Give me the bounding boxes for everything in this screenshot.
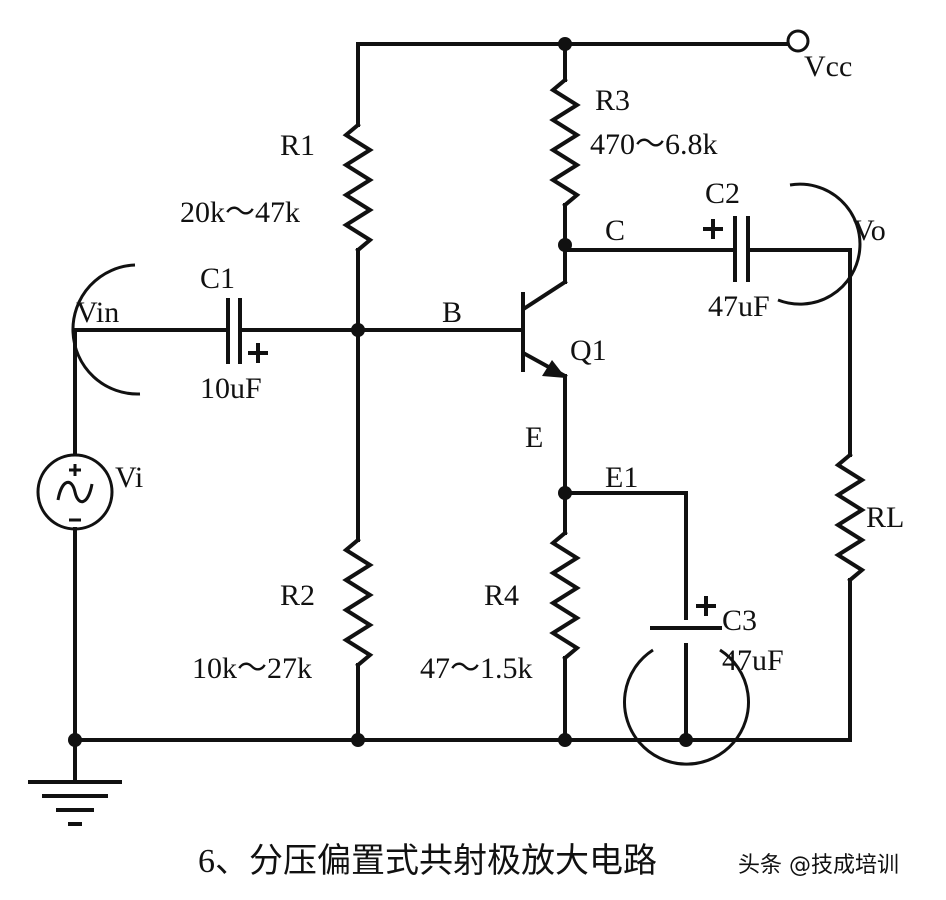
q1-collector-lead xyxy=(522,279,568,311)
e1-wire xyxy=(563,491,688,620)
label-c3: C3 xyxy=(722,604,757,637)
label-r1-value: 20k～47k xyxy=(180,196,300,229)
c2-out-wire xyxy=(748,248,852,457)
label-r4: R4 xyxy=(484,579,519,612)
r2-resistor xyxy=(342,537,374,668)
label-r4-value: 47～1.5k xyxy=(420,652,533,685)
c1-plus-icon xyxy=(248,343,268,363)
junction-collector xyxy=(558,238,572,252)
vi-sine xyxy=(56,481,94,503)
vcc-terminal xyxy=(786,29,810,53)
r3-resistor xyxy=(549,77,581,208)
c3-arc xyxy=(623,648,750,766)
vi-plus xyxy=(69,464,81,476)
label-rl: RL xyxy=(866,501,904,534)
junction-ground-left xyxy=(68,733,82,747)
label-vin: Vin xyxy=(76,296,119,329)
rl-resistor xyxy=(834,452,866,583)
junction-ground-r4 xyxy=(558,733,572,747)
junction-base xyxy=(351,323,365,337)
label-node-e: E xyxy=(525,421,543,454)
label-q1: Q1 xyxy=(570,334,607,367)
label-r3: R3 xyxy=(595,84,630,117)
c3-plus-icon xyxy=(696,596,716,616)
label-r3-value: 470～6.8k xyxy=(590,128,718,161)
r1-resistor xyxy=(342,122,374,253)
label-vcc: Vcc xyxy=(804,50,852,83)
label-vo: Vo xyxy=(853,214,886,247)
label-vi: Vi xyxy=(115,461,143,494)
vo-arc xyxy=(777,182,862,306)
label-c1-value: 10uF xyxy=(200,372,262,405)
junction-ground-r2 xyxy=(351,733,365,747)
label-r2-value: 10k～27k xyxy=(192,652,312,685)
label-node-b: B xyxy=(442,296,462,329)
label-c1: C1 xyxy=(200,262,235,295)
label-c2: C2 xyxy=(705,177,740,210)
c2-plus-icon xyxy=(703,219,723,239)
junction-ground-c3 xyxy=(679,733,693,747)
q1-emitter-arrow xyxy=(542,360,566,378)
label-r2: R2 xyxy=(280,579,315,612)
label-c3-value: 47uF xyxy=(722,644,784,677)
label-node-e1: E1 xyxy=(605,461,638,494)
label-r1: R1 xyxy=(280,129,315,162)
junction-emitter xyxy=(558,486,572,500)
junction-vcc-r3 xyxy=(558,37,572,51)
diagram-caption: 6、分压偏置式共射极放大电路 xyxy=(198,842,657,880)
r4-resistor xyxy=(549,530,581,661)
watermark: 头条 @技成培训 xyxy=(738,853,899,878)
label-node-c: C xyxy=(605,214,625,247)
label-c2-value: 47uF xyxy=(708,290,770,323)
